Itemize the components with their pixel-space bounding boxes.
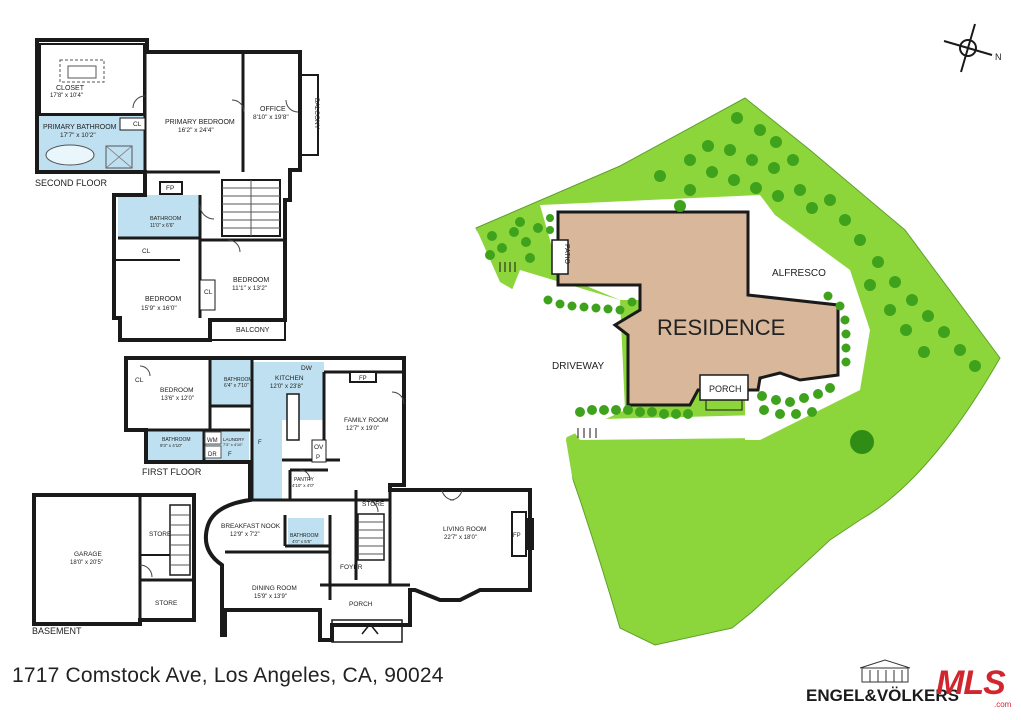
bathroom-a-dims: 6'4" x 7'10" [224, 383, 249, 389]
driveway-label: DRIVEWAY [552, 361, 605, 372]
compass-north-label: N [995, 52, 1002, 62]
first-floor-label: FIRST FLOOR [142, 467, 202, 477]
bedroom-ground-dims: 13'6" x 12'0" [161, 396, 194, 402]
porch-site-label: PORCH [709, 384, 742, 394]
residence-label: RESIDENCE [657, 315, 785, 340]
property-address: 1717 Comstock Ave, Los Angeles, CA, 9002… [12, 664, 444, 687]
bathroom-b-label: BATHROOM [162, 437, 191, 443]
balcony-office-label: BALCONY [313, 98, 320, 130]
basement-label: BASEMENT [32, 626, 82, 636]
primary-bathroom-label: PRIMARY BATHROOM [43, 124, 117, 131]
breakfast-nook-label: BREAKFAST NOOK [221, 523, 281, 530]
dining-room-dims: 15'9" x 13'9" [254, 594, 287, 600]
bathroom-c-dims: 4'0" x 5'5" [292, 539, 312, 544]
bedroom-west-dims: 15'9" x 16'0" [141, 305, 177, 312]
kitchen-dims: 12'0" x 23'8" [270, 384, 303, 390]
family-room-label: FAMILY ROOM [344, 417, 389, 424]
cl-tag-first: CL [135, 377, 144, 384]
primary-bathroom-dims: 17'7" x 10'2" [60, 132, 96, 139]
bedroom-east-label: BEDROOM [233, 277, 269, 284]
pantry-label: PANTRY [294, 477, 314, 483]
living-room-label: LIVING ROOM [443, 526, 486, 533]
dining-room-label: DINING ROOM [252, 585, 297, 592]
store-basement-upper-label: STORE [149, 531, 172, 538]
bathroom-upper-label: BATHROOM [150, 216, 182, 222]
office-label: OFFICE [260, 106, 286, 113]
f-tag-2: F [228, 452, 232, 458]
kitchen-east-fill [252, 420, 282, 500]
balcony-south-label: BALCONY [236, 327, 270, 334]
bathroom-b-dims: 9'3" x 4'10" [160, 443, 183, 448]
bedroom-east-dims: 11'1" x 13'2" [232, 285, 268, 292]
first-floor-plan: BEDROOM 13'6" x 12'0" BATHROOM 6'4" x 7'… [124, 356, 534, 643]
compass-icon: N [943, 23, 1002, 73]
mls-logo: MLS [936, 664, 1006, 702]
bathroom-b-fill [146, 430, 204, 460]
bathroom-a-label: BATHROOM [224, 377, 253, 383]
second-floor-label: SECOND FLOOR [35, 178, 108, 188]
basement-plan: GARAGE 18'0" x 20'5" STORE STORE BASEMEN… [32, 493, 196, 636]
patio-label: PATIO [563, 244, 570, 265]
garage-dims: 18'0" x 20'5" [70, 560, 103, 566]
site-plan: RESIDENCE ALFRESCO DRIVEWAY PORCH PATIO [475, 97, 1001, 646]
living-room-dims: 22'7" x 18'0" [444, 535, 477, 541]
patio [551, 239, 569, 275]
porch-first-label: PORCH [349, 601, 373, 608]
closet-label: CLOSET [56, 85, 85, 92]
garage-label: GARAGE [74, 551, 102, 558]
bedroom-west-label: BEDROOM [145, 296, 181, 303]
bathroom-a-fill [210, 358, 252, 406]
tree-canopy-group [485, 112, 981, 454]
store-basement-lower-label: STORE [155, 600, 178, 607]
family-room-dims: 12'7" x 19'0" [346, 426, 379, 432]
house-logo-icon [859, 659, 911, 683]
wm-tag: WM [207, 438, 218, 444]
breakfast-nook-dims: 12'9" x 7'2" [230, 532, 260, 538]
dr-tag: DR [208, 452, 217, 458]
cl-tag-1: CL [133, 121, 142, 128]
primary-bedroom-label: PRIMARY BEDROOM [165, 119, 235, 126]
foyer-label: FOYER [340, 564, 363, 571]
brand-name: ENGEL&VÖLKERS [806, 686, 960, 705]
pantry-dims: 4'10" x 4'0" [292, 483, 315, 488]
office-dims: 8'10" x 19'8" [253, 114, 289, 121]
laundry-label: LAUNDRY [223, 437, 244, 442]
mls-domain: .com [994, 700, 1012, 709]
fp-tag-upper: FP [166, 185, 174, 192]
kitchen-label: KITCHEN [275, 375, 304, 382]
fp-tag-living: FP [513, 533, 521, 539]
bathroom-upper-dims: 11'0" x 6'6" [150, 223, 174, 229]
laundry-dims: 7'3" x 4'10" [223, 442, 243, 447]
fp-tag-family: FP [359, 376, 367, 382]
closet-dims: 17'8" x 10'4" [50, 93, 83, 99]
cl-tag-2: CL [142, 248, 151, 255]
store-first-label: STORE [362, 501, 385, 508]
bathroom-c-label: BATHROOM [290, 533, 319, 539]
second-floor-plan: CLOSET 17'8" x 10'4" PRIMARY BATHROOM 17… [35, 38, 320, 342]
ov-tag: OV [314, 444, 324, 451]
bedroom-ground-label: BEDROOM [160, 387, 194, 394]
cl-tag-3: CL [204, 289, 213, 296]
dw-tag: DW [301, 365, 313, 372]
alfresco-label: ALFRESCO [772, 268, 826, 279]
porch-site [699, 374, 749, 401]
f-tag-1: F [258, 440, 262, 446]
bathroom-fill [118, 195, 200, 238]
p-tag: P [316, 455, 320, 461]
primary-bedroom-dims: 16'2" x 24'4" [178, 127, 214, 134]
bathroom-c-fill [288, 518, 324, 546]
